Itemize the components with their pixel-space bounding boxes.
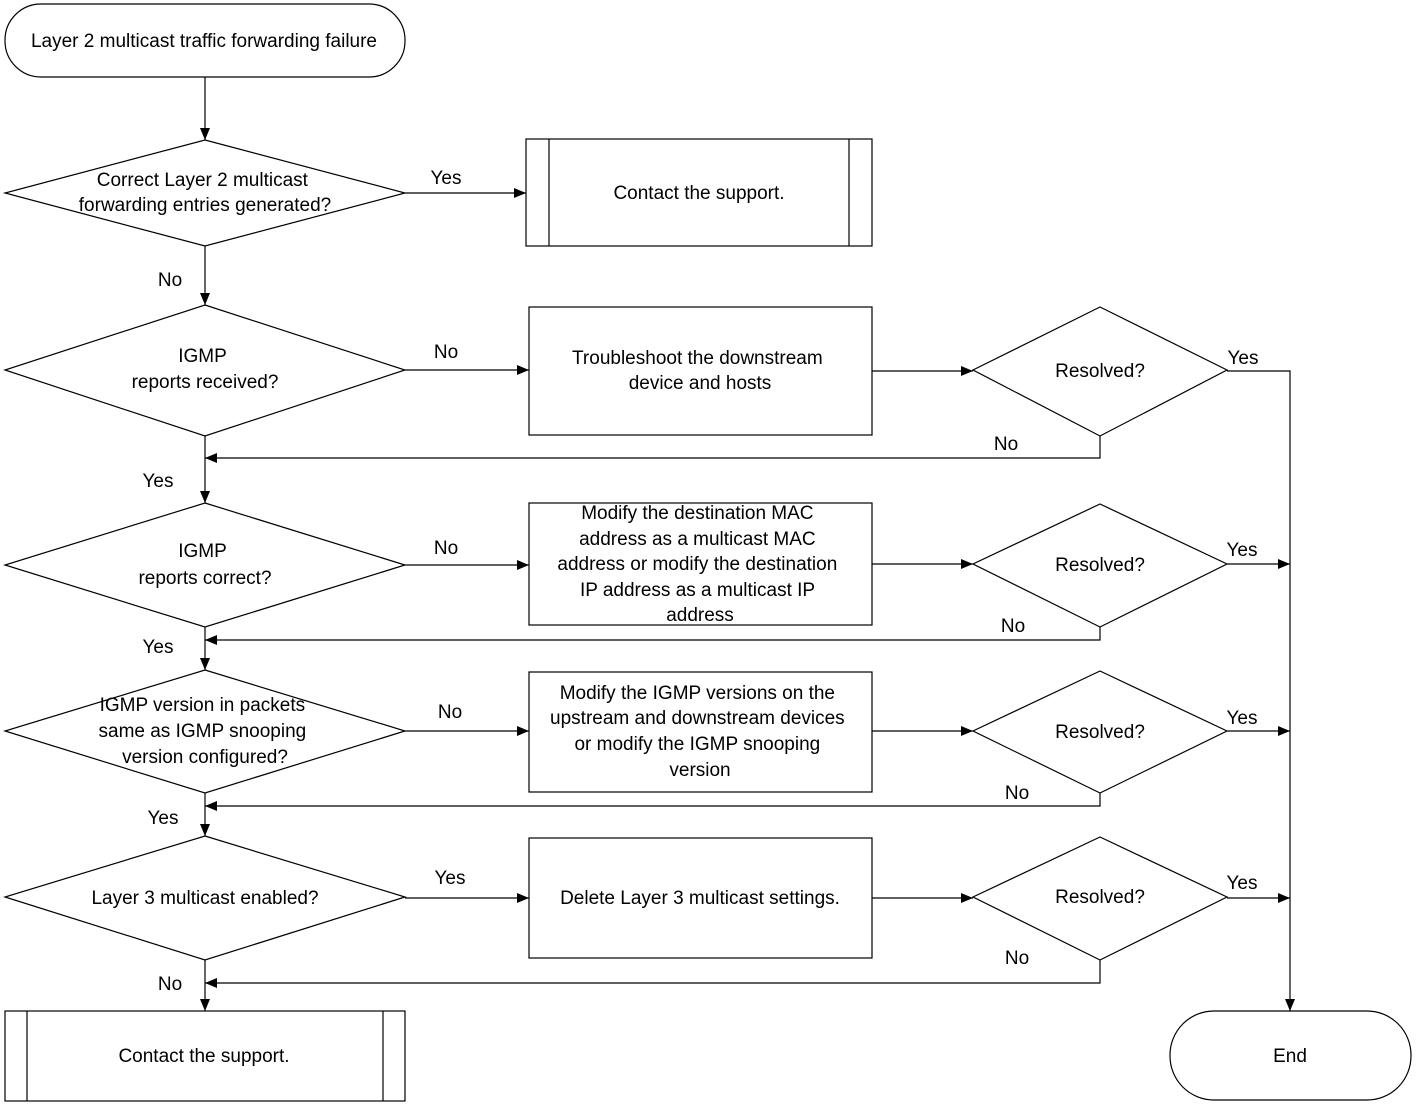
- label-resolved4-no: No: [1005, 948, 1029, 969]
- decision-forwarding-entries-label: Correct Layer 2 multicast forwarding ent…: [79, 170, 331, 216]
- edge-resolved4-no: [205, 960, 1101, 988]
- label-layer3-yes: Yes: [435, 868, 466, 889]
- decision-reports-correct-label: IGMP reports correct?: [138, 541, 271, 589]
- delete-layer3-step: [528, 837, 873, 959]
- edge-resolved1-yes: [1227, 370, 1295, 1011]
- label-received-yes: Yes: [143, 471, 174, 492]
- label-resolved1-no: No: [994, 434, 1018, 455]
- label-correct-no: No: [434, 538, 458, 559]
- edge-resolved3-no: [205, 793, 1101, 811]
- label-correct-yes: Yes: [143, 637, 174, 658]
- label-resolved2-yes: Yes: [1227, 540, 1258, 561]
- modify-destination-step: [528, 502, 873, 626]
- label-version-yes: Yes: [148, 808, 179, 829]
- decision-resolved-4-label: Resolved?: [1055, 887, 1145, 908]
- start-terminal-label: Layer 2 multicast traffic forwarding fai…: [31, 31, 377, 52]
- decision-reports-correct: [2, 502, 408, 628]
- modify-versions-step: [528, 671, 873, 793]
- delete-layer3-step-label: Delete Layer 3 multicast settings.: [560, 888, 840, 909]
- support-process-top: [525, 138, 873, 247]
- decision-layer3-enabled-label: Layer 3 multicast enabled?: [91, 888, 318, 909]
- label-resolved1-yes: Yes: [1228, 348, 1259, 369]
- decision-reports-received: [3, 304, 407, 437]
- troubleshoot-downstream-step: [528, 306, 873, 436]
- decision-resolved-2-label: Resolved?: [1055, 555, 1145, 576]
- end-terminal-label: End: [1273, 1046, 1307, 1067]
- decision-forwarding-entries: [2, 139, 408, 247]
- support-process-bottom-label: Contact the support.: [118, 1046, 289, 1067]
- decision-reports-received-label: IGMP reports received?: [132, 346, 279, 393]
- decision-igmp-version-label: IGMP version in packets same as IGMP sno…: [99, 695, 312, 768]
- modify-versions-step-label: Modify the IGMP versions on the upstream…: [550, 683, 850, 781]
- modify-destination-step-label: Modify the destination MAC address as a …: [557, 503, 842, 626]
- label-version-no: No: [438, 702, 462, 723]
- label-entries-yes: Yes: [431, 168, 462, 189]
- label-entries-no: No: [158, 270, 182, 291]
- label-received-no: No: [434, 342, 458, 363]
- decision-resolved-3-label: Resolved?: [1055, 722, 1145, 743]
- edge-resolved1-no: [205, 436, 1101, 463]
- label-resolved4-yes: Yes: [1227, 873, 1258, 894]
- label-layer3-no: No: [158, 974, 182, 995]
- troubleshoot-downstream-step-label: Troubleshoot the downstream device and h…: [572, 348, 828, 394]
- support-process-top-label: Contact the support.: [613, 183, 784, 204]
- label-resolved3-no: No: [1005, 783, 1029, 804]
- support-process-bottom: [4, 1010, 406, 1102]
- edge-resolved2-no: [205, 627, 1101, 645]
- label-resolved3-yes: Yes: [1227, 708, 1258, 729]
- label-resolved2-no: No: [1001, 616, 1025, 637]
- decision-resolved-1-label: Resolved?: [1055, 361, 1145, 382]
